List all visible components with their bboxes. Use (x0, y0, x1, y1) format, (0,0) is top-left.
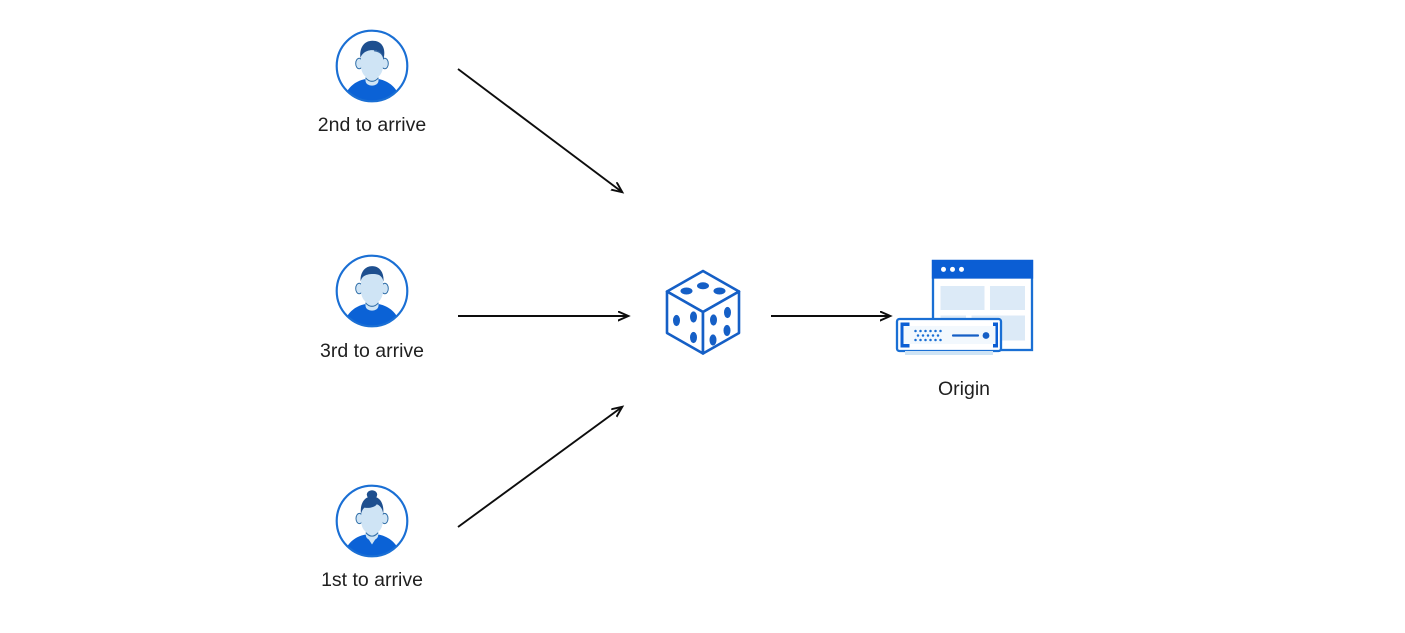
node-client-2nd[interactable]: 2nd to arrive (318, 28, 426, 135)
node-label-client-1st: 1st to arrive (321, 569, 423, 591)
arrow-1st-to-dice (457, 407, 622, 528)
user-avatar-icon (335, 29, 409, 103)
node-label-origin: Origin (937, 378, 991, 400)
node-label-client-3rd: 3rd to arrive (319, 340, 425, 362)
node-client-1st[interactable]: 1st to arrive (321, 483, 423, 590)
node-randomizer[interactable] (662, 267, 744, 359)
node-client-3rd[interactable]: 3rd to arrive (320, 253, 424, 361)
dice-icon (665, 269, 741, 355)
node-label-client-2nd: 2nd to arrive (317, 114, 427, 136)
node-origin[interactable]: Origin (893, 258, 1036, 399)
origin-server-icon (895, 259, 1034, 355)
server-appliance-glyph (895, 317, 1003, 355)
user-avatar-icon (335, 484, 409, 558)
user-avatar-icon (335, 254, 409, 328)
arrow-2nd-to-dice (457, 68, 622, 192)
